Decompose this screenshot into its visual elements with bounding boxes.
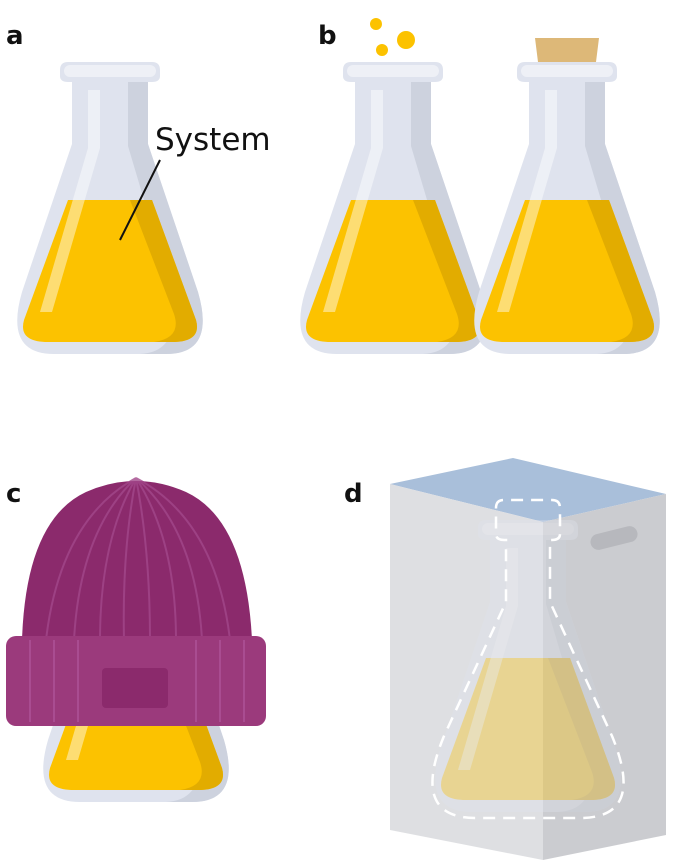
panel-label-b: b <box>318 21 337 51</box>
open-flask <box>300 62 486 354</box>
box-handle <box>590 526 638 550</box>
panel-d: d <box>344 458 666 860</box>
hat-tag <box>102 668 168 708</box>
panel-label-d: d <box>344 479 363 509</box>
cork-icon <box>535 38 599 62</box>
panel-a: a System <box>6 21 271 354</box>
flask-a <box>17 62 203 354</box>
panel-label-c: c <box>6 479 21 509</box>
bubble-icon <box>370 18 382 30</box>
hat-icon <box>22 481 252 640</box>
panel-b: b <box>300 18 660 354</box>
system-callout-line <box>119 159 161 241</box>
box-lid <box>390 458 666 522</box>
bubble-icon <box>376 44 388 56</box>
bubble-icon <box>397 31 415 49</box>
hidden-flask-outline <box>431 498 625 820</box>
closed-flask <box>474 62 660 354</box>
panel-label-a: a <box>6 21 24 51</box>
panel-c: c <box>6 477 266 802</box>
system-callout-label: System <box>155 122 271 158</box>
